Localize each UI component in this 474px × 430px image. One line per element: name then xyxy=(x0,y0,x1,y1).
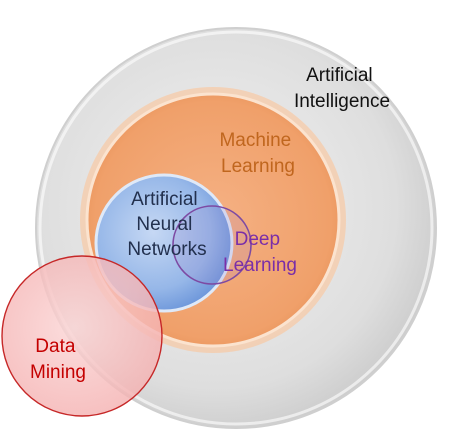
ml-label-line-2: Learning xyxy=(221,156,295,177)
dm-label: Data Mining xyxy=(30,336,86,383)
ml-label: Machine Learning xyxy=(219,130,296,177)
dl-label-line-1: Deep xyxy=(235,229,280,250)
dl-label-line-2: Learning xyxy=(223,255,297,276)
dm-circle xyxy=(1,255,163,417)
dm-label-line-1: Data xyxy=(35,336,76,357)
dm-label-line-2: Mining xyxy=(30,362,86,383)
ai-label-line-1: Artificial xyxy=(306,65,373,86)
ann-label-line-2: Neural xyxy=(136,214,192,235)
ai-label-line-2: Intelligence xyxy=(294,91,390,112)
dl-label: Deep Learning xyxy=(223,229,297,276)
ai-label: Artificial Intelligence xyxy=(294,65,390,112)
ml-label-line-1: Machine xyxy=(219,130,291,151)
ai-circle-rim xyxy=(38,30,434,426)
dl-circle xyxy=(172,205,252,285)
ann-label-line-1: Artificial xyxy=(131,189,198,210)
ann-label: Artificial Neural Networks xyxy=(127,189,206,260)
ann-label-line-3: Networks xyxy=(127,239,206,260)
